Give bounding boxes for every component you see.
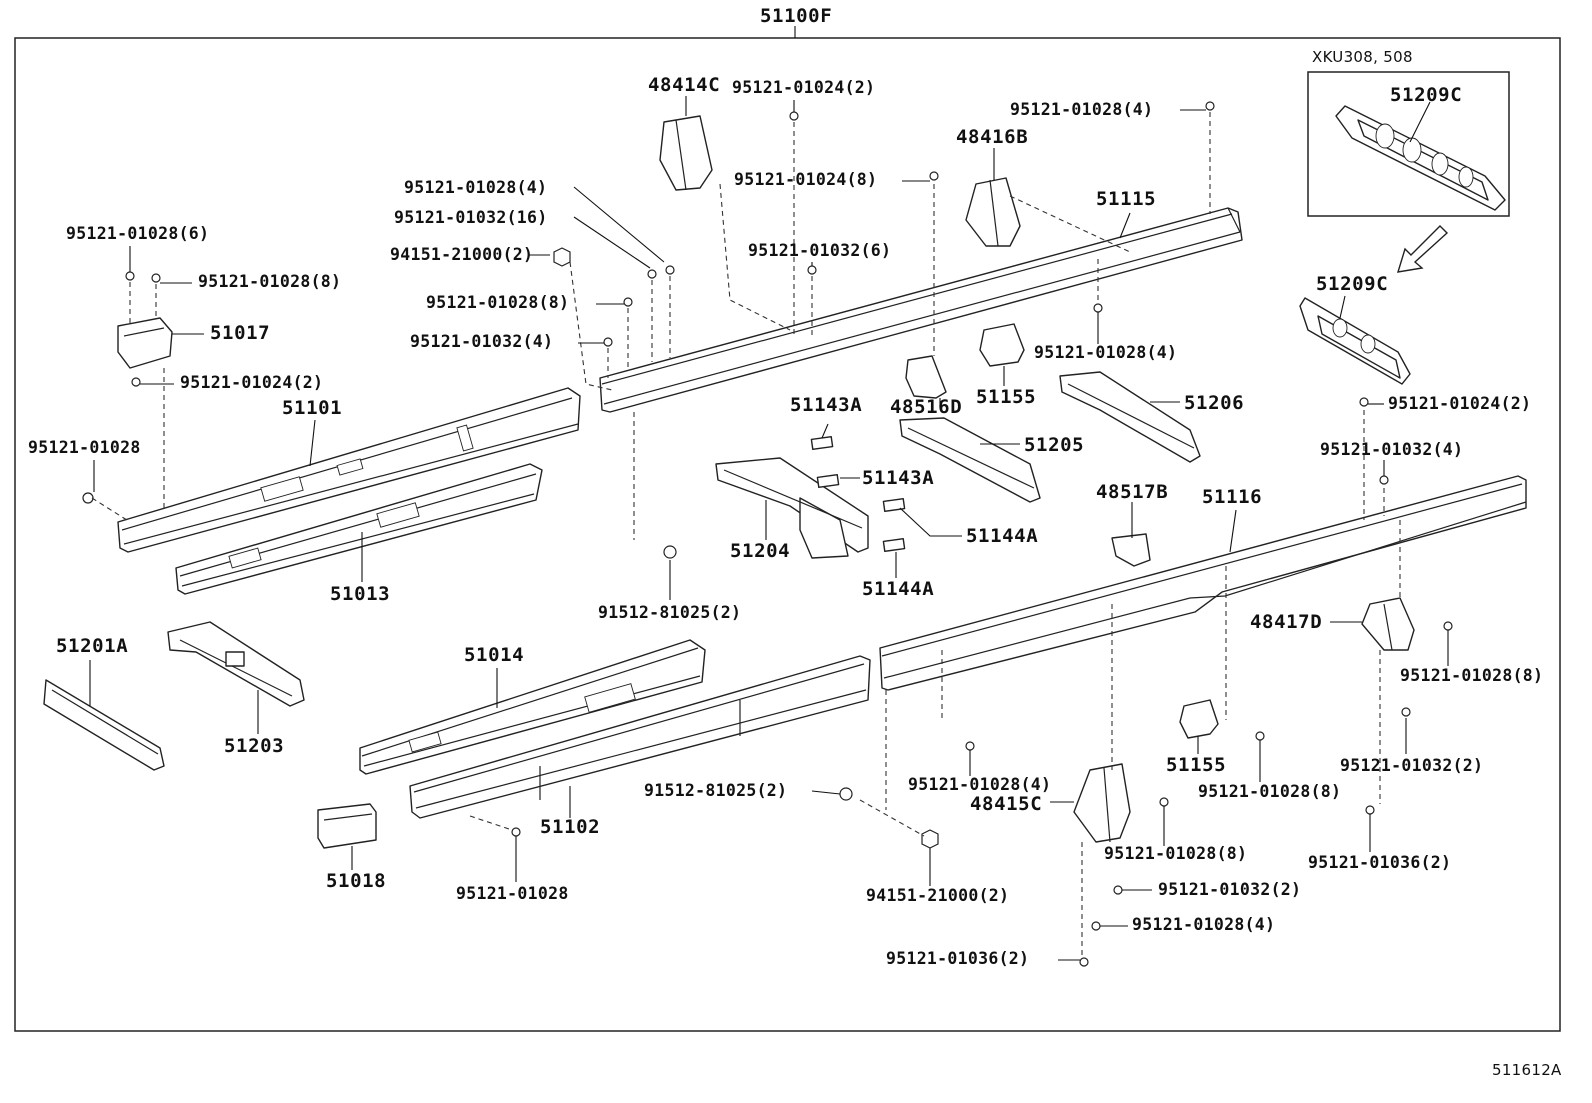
part-label: 95121-01032(2) [1340, 756, 1484, 775]
bracket-51018 [317, 803, 377, 870]
crossmember-51205 [899, 417, 1041, 503]
frame-rail-51116 [879, 475, 1527, 691]
part-label: 48417D [1250, 611, 1323, 633]
part-label: 48516D [890, 396, 963, 418]
part-label: 51205 [1024, 434, 1085, 456]
part-label: 95121-01028(8) [426, 293, 570, 312]
part-label: 95121-01028(6) [66, 224, 210, 243]
bolts [82, 101, 1453, 967]
crossmember-51204 [715, 457, 869, 559]
inset-frame [1307, 71, 1510, 217]
bracket-48516d [905, 355, 947, 406]
bracket-48416b [965, 148, 1021, 247]
inset-arrow [1397, 225, 1449, 273]
mount-51155-top [979, 323, 1025, 386]
part-label: 48416B [956, 126, 1029, 148]
part-label: 95121-01028(4) [1034, 343, 1178, 362]
part-label: 91512-81025(2) [598, 603, 742, 622]
part-label: 51018 [326, 870, 387, 892]
part-label: 51209C [1316, 273, 1389, 295]
part-label: 48414C [648, 74, 721, 96]
part-label: 51143A [862, 467, 935, 489]
inset-part-label: 51209C [1390, 84, 1463, 106]
part-label: 95121-01028(4) [908, 775, 1052, 794]
part-label: 94151-21000(2) [866, 886, 1010, 905]
part-label: 95121-01028(8) [1198, 782, 1342, 801]
part-label: 95121-01028(4) [1132, 915, 1276, 934]
part-label: 91512-81025(2) [644, 781, 788, 800]
mount-51155-bottom [1179, 699, 1219, 754]
part-label: 51144A [862, 578, 935, 600]
shim-51144a-2 [882, 537, 906, 553]
part-label: 95121-01036(2) [1308, 853, 1452, 872]
part-label: 95121-01028(8) [1104, 844, 1248, 863]
crossmember-51201a [43, 660, 165, 771]
shim-51143a-1 [810, 435, 834, 451]
bracket-48517b [1111, 502, 1151, 567]
frame-rail-51115 [599, 207, 1243, 413]
side-rail-51102 [409, 655, 871, 819]
part-label: 95121-01024(2) [732, 78, 876, 97]
part-label: 95121-01032(4) [410, 332, 554, 351]
side-rail-51101 [117, 387, 581, 553]
bracket-48417d [1330, 597, 1415, 651]
part-label: 95121-01028(4) [404, 178, 548, 197]
part-label: 95121-01028(8) [198, 272, 342, 291]
part-label: 95121-01032(4) [1320, 440, 1464, 459]
part-label: 95121-01024(8) [734, 170, 878, 189]
inset-model-note: XKU308, 508 [1312, 48, 1413, 66]
bracket-48414c [659, 96, 713, 191]
part-label: 95121-01024(2) [1388, 394, 1532, 413]
bracket-51017 [117, 317, 204, 369]
part-label: 51116 [1202, 486, 1263, 508]
part-label: 95121-01032(6) [748, 241, 892, 260]
part-label: 95121-01024(2) [180, 373, 324, 392]
part-label: 95121-01028(4) [1010, 100, 1154, 119]
part-label: 95121-01028(8) [1400, 666, 1544, 685]
leader-lines [93, 100, 1449, 961]
part-label: 48415C [970, 793, 1043, 815]
figure-code: 511612A [1492, 1061, 1562, 1079]
part-label: 51101 [282, 397, 343, 419]
part-label: 51115 [1096, 188, 1157, 210]
part-label: 95121-01028 [28, 438, 141, 457]
part-label: 51014 [464, 644, 525, 666]
part-label: 51143A [790, 394, 863, 416]
bracket-48415c [1050, 763, 1131, 843]
inset-crossmember-51209c [1335, 101, 1506, 211]
part-label: 51144A [966, 525, 1039, 547]
part-label: 51017 [210, 322, 271, 344]
part-label: 94151-21000(2) [390, 245, 534, 264]
part-label: 48517B [1096, 481, 1169, 503]
crossmember-51203 [167, 621, 305, 734]
alignment-lines [91, 112, 1401, 956]
part-label: 51155 [976, 386, 1037, 408]
part-label: 51203 [224, 735, 285, 757]
part-label: 95121-01036(2) [886, 949, 1030, 968]
part-label: 95121-01032(16) [394, 208, 548, 227]
crossmember-51206 [1059, 371, 1201, 463]
part-label: 51206 [1184, 392, 1245, 414]
shim-51143a-2 [816, 473, 840, 489]
diagram-title: 51100F [760, 5, 833, 27]
side-member-51013 [175, 463, 543, 595]
part-label: 51013 [330, 583, 391, 605]
shim-51144a-1 [882, 497, 906, 513]
crossmember-51209c [1299, 295, 1411, 385]
part-label: 51201A [56, 635, 129, 657]
side-member-51014 [359, 639, 706, 775]
diagram-frame [14, 37, 1561, 1032]
part-label: 51102 [540, 816, 601, 838]
part-label: 95121-01032(2) [1158, 880, 1302, 899]
part-label: 51155 [1166, 754, 1227, 776]
part-label: 95121-01028 [456, 884, 569, 903]
part-label: 51204 [730, 540, 791, 562]
